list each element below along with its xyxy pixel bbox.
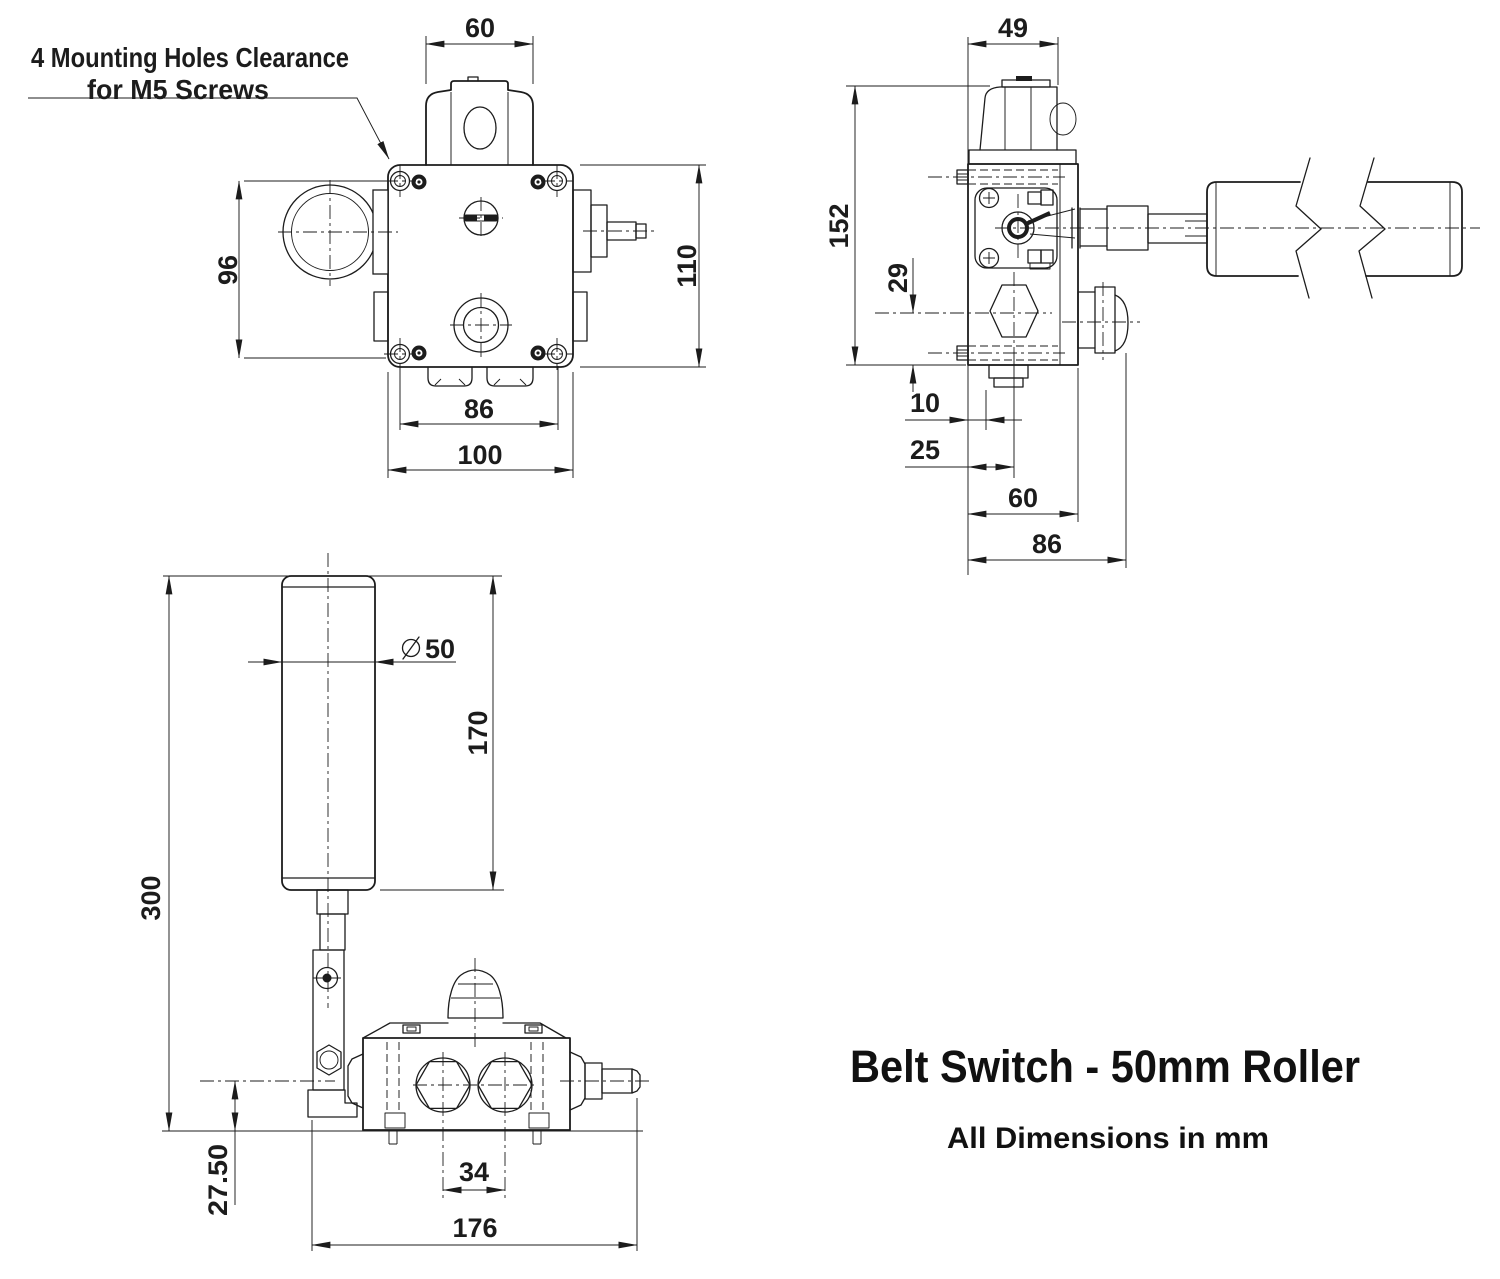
dim-label: 100 xyxy=(457,440,502,470)
dim-side-button-tip-depth: 86 xyxy=(967,529,1127,564)
dim-assembly-roller-diameter: 50 xyxy=(248,634,456,666)
dim-label: 60 xyxy=(465,13,495,43)
dim-label: 50 xyxy=(425,634,455,664)
drawing-title: Belt Switch - 50mm Roller xyxy=(850,1041,1360,1092)
dim-assembly-overall-length: 176 xyxy=(311,1213,638,1249)
break-line xyxy=(1358,157,1386,299)
left-boss xyxy=(347,1053,364,1109)
dim-side-overall-height: 152 xyxy=(824,85,990,366)
dim-assembly-roller-length: 170 xyxy=(463,575,497,891)
drawing-subtitle: All Dimensions in mm xyxy=(947,1122,1269,1155)
break-line xyxy=(1295,157,1322,299)
dim-front-hole-h-spacing: 86 xyxy=(399,366,559,430)
gland-nipple-top xyxy=(928,169,1065,185)
switch-body-side xyxy=(967,163,1079,366)
dim-label: 86 xyxy=(464,394,494,424)
dim-label: 34 xyxy=(459,1157,489,1187)
lever-arm xyxy=(307,889,358,1118)
arm-hex-nut xyxy=(316,1044,342,1076)
roller xyxy=(281,553,376,1008)
dim-label: 25 xyxy=(910,435,940,465)
dim-side-body-face-depth: 60 xyxy=(967,483,1079,518)
diameter-symbol xyxy=(401,636,421,660)
dim-front-gland-width: 60 xyxy=(425,13,534,84)
bottom-tab xyxy=(486,366,534,387)
dim-assembly-overall-height: 300 xyxy=(136,575,173,1132)
note-line1: 4 Mounting Holes Clearance xyxy=(31,42,349,73)
roller-side xyxy=(1206,157,1463,299)
dim-label: 176 xyxy=(452,1213,497,1243)
hex-boss-side xyxy=(875,272,1052,352)
dim-front-hole-v-spacing: 96 xyxy=(213,180,386,359)
dim-side-conduit-to-base: 29 xyxy=(883,258,917,392)
right-tab xyxy=(572,291,588,342)
mounting-holes xyxy=(384,165,573,370)
dim-label: 110 xyxy=(672,244,702,288)
top-gland-side xyxy=(968,76,1077,165)
title-block: Belt Switch - 50mm Roller All Dimensions… xyxy=(850,1041,1360,1155)
lever-shaft-front xyxy=(572,189,658,273)
side-view-geometry xyxy=(875,37,1480,575)
assembly-geometry xyxy=(162,553,652,1251)
dim-side-gland-offset: 10 xyxy=(905,388,1022,424)
dim-label: 86 xyxy=(1032,529,1062,559)
switch-body-front xyxy=(387,164,574,368)
dome-plunger xyxy=(447,969,504,1019)
note-line2: for M5 Screws xyxy=(87,74,269,105)
bottom-tab xyxy=(427,366,473,387)
dim-front-body-width: 100 xyxy=(387,372,574,478)
dim-label: 27.50 xyxy=(203,1144,233,1216)
dim-label: 60 xyxy=(1008,483,1038,513)
top-gland xyxy=(425,80,534,166)
dim-assembly-pivot-to-belt: 27.50 xyxy=(203,1080,239,1216)
left-tab xyxy=(373,291,389,342)
assembly-view: 300 50 170 27.50 34 xyxy=(136,553,652,1251)
note-leader xyxy=(28,97,390,160)
cover-screws xyxy=(411,174,546,361)
reset-button-side xyxy=(1062,282,1140,360)
side-cable-boss xyxy=(278,180,398,286)
dim-side-conduit-center: 25 xyxy=(905,435,1015,471)
dim-label: 29 xyxy=(883,263,913,293)
dim-label: 152 xyxy=(824,203,854,248)
gland-nipple-bottom xyxy=(928,345,1065,361)
dim-label: 96 xyxy=(213,255,243,285)
switch-body xyxy=(347,958,641,1200)
bottom-gland-nut xyxy=(988,364,1029,388)
gland-opening xyxy=(463,106,497,150)
dim-front-body-height: 110 xyxy=(580,164,706,368)
dim-label: 10 xyxy=(910,388,940,418)
dim-label: 49 xyxy=(998,13,1028,43)
dim-label: 300 xyxy=(136,875,166,920)
mounting-note: 4 Mounting Holes Clearance for M5 Screws xyxy=(28,42,390,160)
side-view: 49 152 29 10 25 60 8 xyxy=(824,13,1480,575)
dim-side-body-depth: 49 xyxy=(967,13,1059,48)
front-view-geometry xyxy=(278,76,658,387)
conduit-port xyxy=(450,293,512,357)
slotted-screw xyxy=(459,197,503,240)
dim-assembly-conduit-spacing: 34 xyxy=(442,1157,506,1194)
front-view: 4 Mounting Holes Clearance for M5 Screws… xyxy=(28,13,706,478)
dim-label: 170 xyxy=(463,710,493,755)
